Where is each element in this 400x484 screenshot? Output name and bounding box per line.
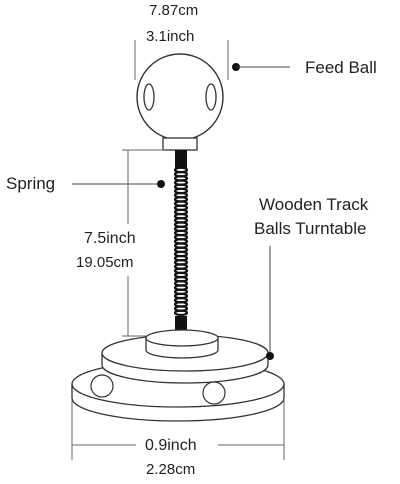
feed-ball-sphere bbox=[136, 53, 224, 141]
spring-callout-dot bbox=[157, 180, 165, 188]
track-ball-left bbox=[90, 374, 114, 398]
height-inch-label: 7.5inch bbox=[84, 230, 136, 247]
hub-top bbox=[145, 329, 219, 347]
spring-coil-loop bbox=[173, 309, 189, 317]
turntable-label-line2: Balls Turntable bbox=[254, 219, 367, 238]
spring-coil bbox=[173, 166, 189, 317]
top-width-cm-label: 7.87cm bbox=[149, 2, 199, 19]
top-width-inch-label: 3.1inch bbox=[146, 28, 195, 45]
feed-ball-neck bbox=[162, 137, 198, 151]
spring bbox=[173, 150, 189, 330]
turntable-base bbox=[71, 329, 285, 422]
feed-ball bbox=[136, 53, 224, 151]
base-width-cm-label: 2.28cm bbox=[146, 461, 196, 478]
feed-ball-left-hole bbox=[143, 83, 155, 111]
base-width-dimension bbox=[71, 400, 285, 460]
feed-ball-label: Feed Ball bbox=[305, 58, 377, 77]
top-width-dimension bbox=[134, 40, 229, 80]
base-width-inch-label: 0.9inch bbox=[145, 437, 197, 454]
turntable-callout bbox=[266, 246, 274, 360]
height-cm-label: 19.05cm bbox=[76, 254, 134, 271]
turntable-label-line1: Wooden Track bbox=[259, 195, 369, 214]
track-ball-right bbox=[202, 381, 226, 405]
spring-label: Spring bbox=[6, 174, 56, 193]
feed-ball-callout bbox=[232, 63, 290, 71]
spring-callout bbox=[72, 180, 165, 188]
spring-top-connector bbox=[175, 150, 187, 168]
turntable-callout-dot bbox=[266, 352, 274, 360]
spring-bottom-connector bbox=[175, 316, 187, 330]
feed-ball-right-hole bbox=[205, 83, 217, 111]
height-dimension bbox=[122, 149, 165, 337]
